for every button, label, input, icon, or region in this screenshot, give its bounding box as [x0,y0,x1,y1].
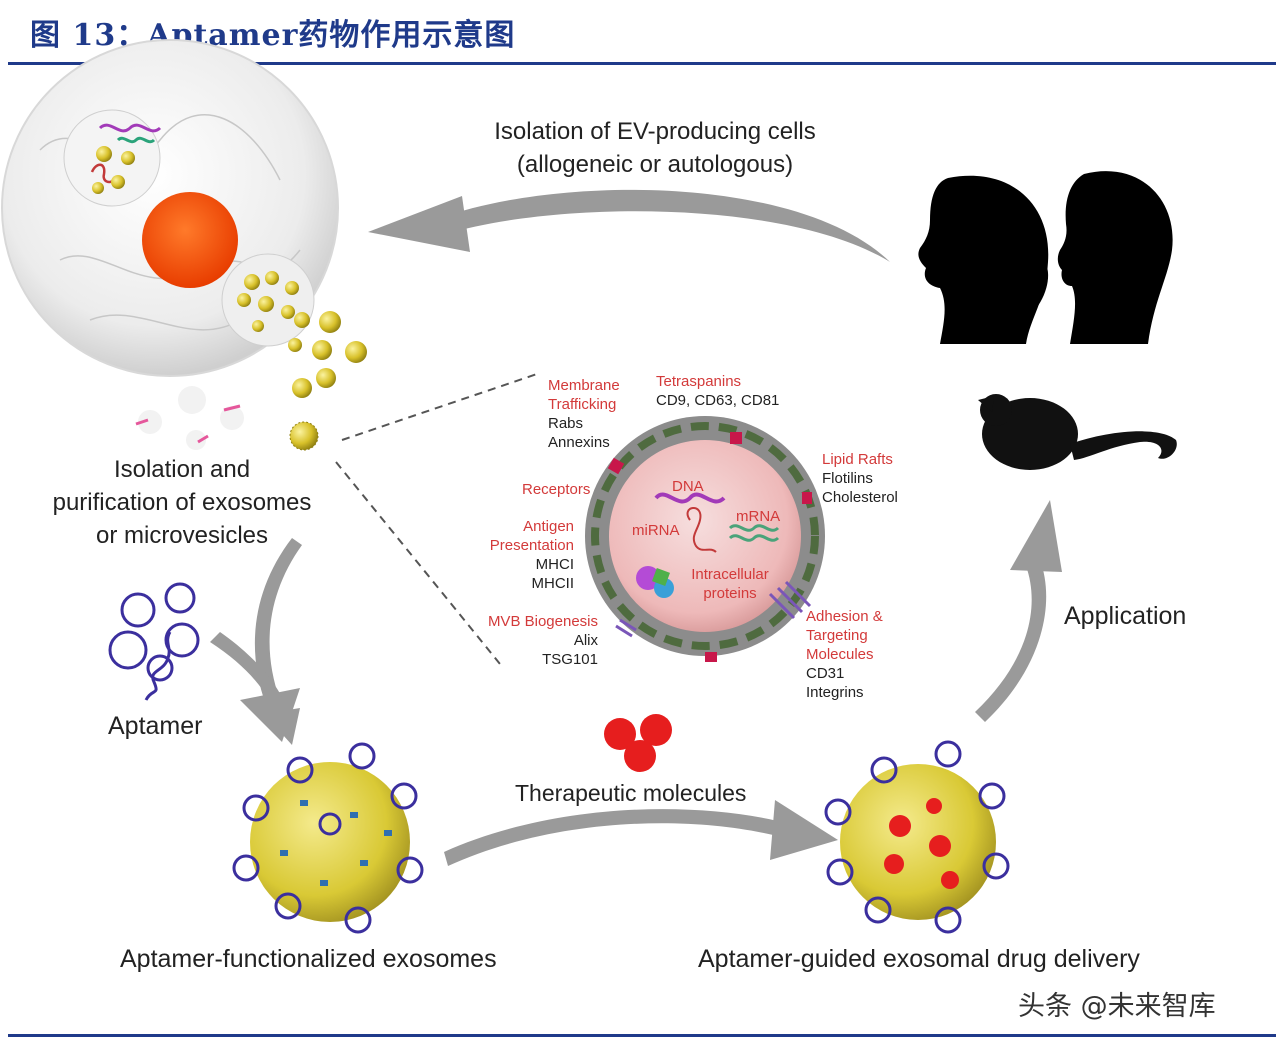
footer-divider [8,1034,1276,1037]
adhesion-label: Adhesion & Targeting Molecules CD31 Inte… [806,608,883,701]
aptamer-exosomes-label: Aptamer-functionalized exosomes [120,945,497,973]
arrow-aptamer [210,632,300,745]
drug-exosome [824,740,1010,934]
watermark: 头条 @未来智库 [1018,991,1216,1022]
mrna-label: mRNA [736,508,781,525]
antigen-label: Antigen Presentation MHCI MHCII [489,518,574,592]
isolation-cells-label: Isolation of EV-producing cells(allogene… [494,118,816,178]
aptamer-drawing [108,582,200,701]
figure-title: 图 13：Aptamer药物作用示意图 [30,18,516,53]
header-divider [8,62,1276,65]
arrow-top [368,189,890,262]
arrow-bottom [444,800,838,866]
mirna-label: miRNA [632,522,680,539]
exosome-detail [585,416,825,662]
application-label: Application [1064,602,1187,630]
zoom-line-bottom [335,461,501,665]
mouse-silhouette [978,394,1177,470]
membrane-trafficking-label: Membrane Trafficking Rabs Annexins [548,377,620,451]
lipid-rafts-label: Lipid Rafts Flotilins Cholesterol [822,451,898,506]
released-vesicles [135,311,367,451]
therapeutic-label: Therapeutic molecules [515,780,747,806]
producing-cell [1,39,339,377]
aptamer-exosome [232,742,424,934]
dna-label: DNA [672,478,704,495]
human-silhouettes [918,171,1173,344]
arrow-right-up [975,500,1062,722]
aptamer-label: Aptamer [108,712,203,740]
drug-delivery-label: Aptamer-guided exosomal drug delivery [698,945,1140,973]
receptors-label: Receptors [522,481,591,498]
therapeutic-molecules [604,714,672,772]
zoom-line-top [341,372,541,441]
mvb-label: MVB Biogenesis Alix TSG101 [487,613,598,668]
tetraspanins-label: Tetraspanins CD9, CD63, CD81 [656,373,780,409]
